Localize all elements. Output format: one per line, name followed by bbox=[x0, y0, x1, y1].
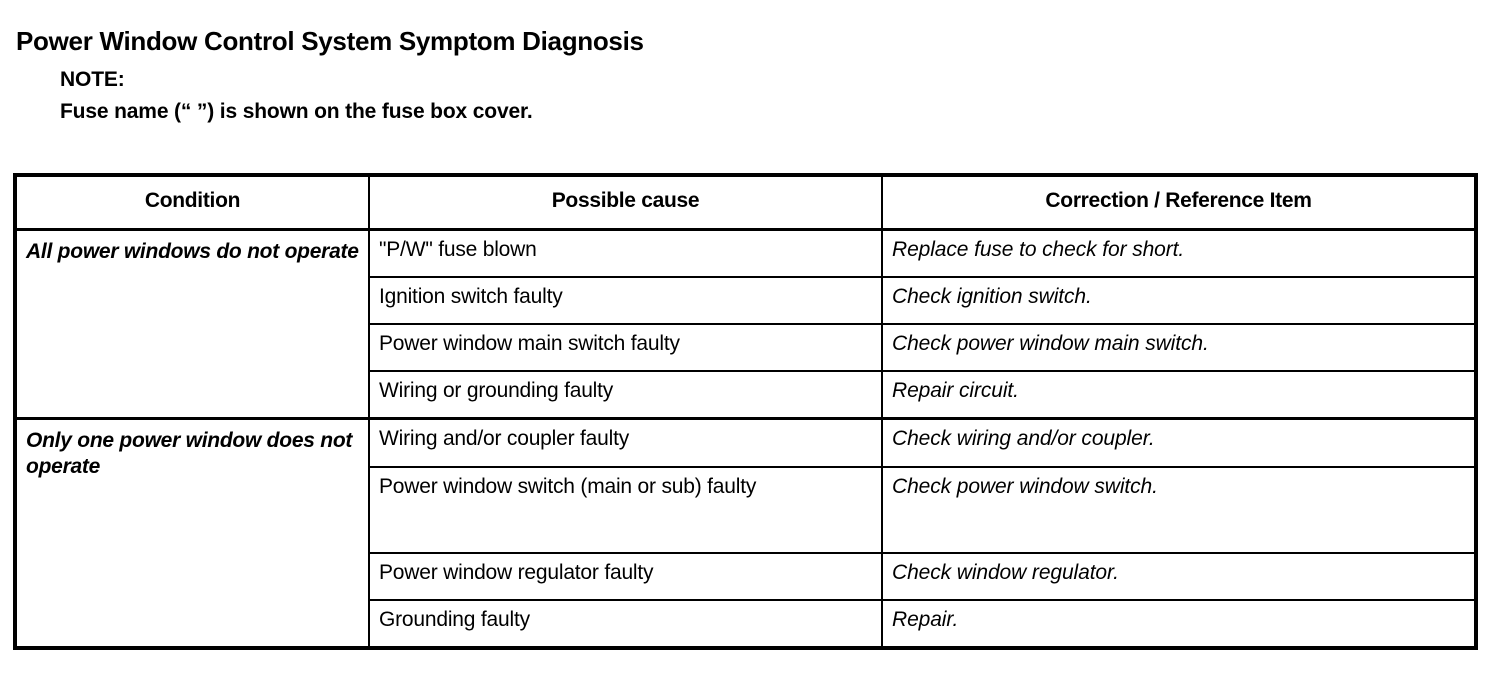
table-row: Grounding faulty Repair. bbox=[15, 598, 1477, 650]
table-row: Power window switch (main or sub) faulty… bbox=[15, 465, 1477, 554]
correction-cell: Check power window switch. bbox=[881, 465, 1477, 554]
table-row: Wiring or grounding faulty Repair circui… bbox=[15, 370, 1477, 420]
column-header-correction: Correction / Reference Item bbox=[881, 174, 1477, 231]
cause-cell: Wiring and/or coupler faulty bbox=[368, 417, 883, 468]
cause-cell: Power window regulator faulty bbox=[368, 551, 883, 601]
note-block: NOTE: Fuse name (“ ”) is shown on the fu… bbox=[60, 64, 533, 128]
table-header-row: Condition Possible cause Correction / Re… bbox=[14, 174, 1477, 231]
correction-cell: Check ignition switch. bbox=[881, 276, 1477, 326]
correction-cell: Repair circuit. bbox=[881, 370, 1477, 420]
correction-cell: Replace fuse to check for short. bbox=[881, 228, 1477, 279]
cause-cell: Power window main switch faulty bbox=[368, 323, 883, 373]
cause-cell: Wiring or grounding faulty bbox=[368, 370, 883, 420]
condition-cell: All power windows do not operate bbox=[14, 227, 370, 420]
note-label: NOTE: bbox=[60, 68, 125, 91]
condition-cell: Only one power window does not operate bbox=[14, 417, 370, 650]
correction-cell: Repair. bbox=[881, 598, 1477, 650]
page-title: Power Window Control System Symptom Diag… bbox=[16, 26, 644, 57]
column-header-condition: Condition bbox=[14, 174, 370, 231]
note-text: Fuse name (“ ”) is shown on the fuse box… bbox=[60, 99, 533, 123]
cause-cell: Ignition switch faulty bbox=[368, 276, 883, 326]
cause-cell: "P/W" fuse blown bbox=[368, 228, 883, 279]
table-row: Power window main switch faulty Check po… bbox=[15, 323, 1477, 373]
table-row: Power window regulator faulty Check wind… bbox=[15, 551, 1477, 601]
table-body: All power windows do not operate "P/W" f… bbox=[14, 227, 1477, 650]
correction-cell: Check power window main switch. bbox=[881, 323, 1477, 373]
cause-cell: Power window switch (main or sub) faulty bbox=[368, 465, 883, 554]
correction-cell: Check wiring and/or coupler. bbox=[881, 417, 1477, 468]
column-header-possible-cause: Possible cause bbox=[368, 174, 883, 231]
correction-cell: Check window regulator. bbox=[881, 551, 1477, 601]
table-row: Only one power window does not operate W… bbox=[14, 417, 1477, 650]
symptom-diagnosis-table: Condition Possible cause Correction / Re… bbox=[13, 173, 1478, 650]
cause-cell: Grounding faulty bbox=[368, 598, 883, 650]
table-row: Ignition switch faulty Check ignition sw… bbox=[15, 276, 1477, 326]
table-row: All power windows do not operate "P/W" f… bbox=[14, 227, 1477, 420]
